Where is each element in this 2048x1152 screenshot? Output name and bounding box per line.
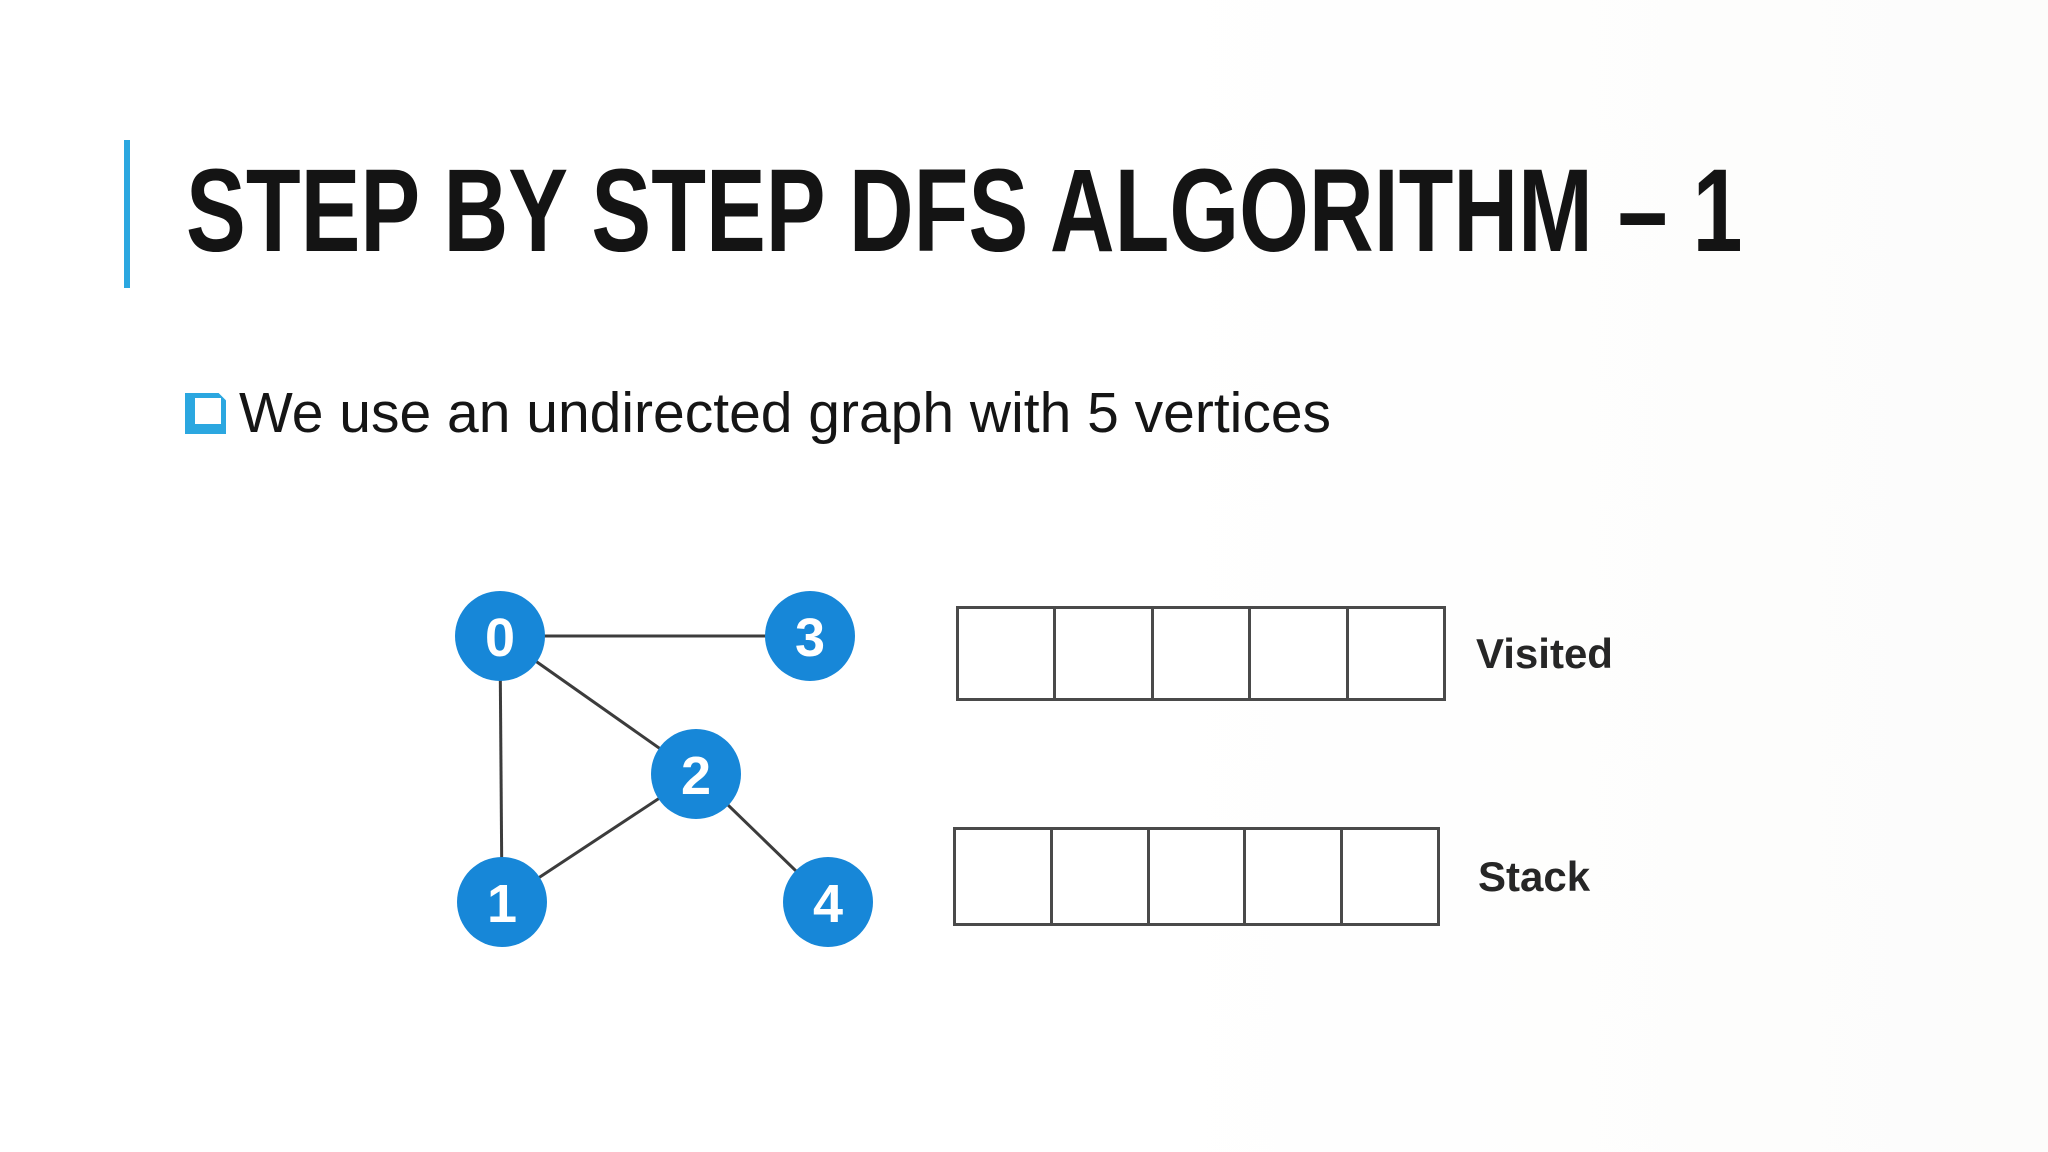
array-cell (1150, 609, 1248, 698)
array-cell (1340, 830, 1437, 923)
array-cell (1243, 830, 1340, 923)
graph-node-2: 2 (651, 729, 741, 819)
square-bullet-icon (185, 393, 226, 434)
array-cell (1049, 830, 1147, 923)
array-cell (1053, 609, 1150, 698)
graph-node-circle (765, 591, 855, 681)
stack-array-cells (956, 830, 1437, 923)
visited-array-cells (959, 609, 1443, 698)
graph-node-label: 0 (485, 608, 515, 668)
array-cell (1146, 830, 1244, 923)
array-cell (956, 830, 1050, 923)
stack-array-label: Stack (1478, 852, 1591, 900)
array-cell (1345, 609, 1443, 698)
graph-node-label: 2 (681, 746, 711, 806)
graph-node-circle (457, 857, 547, 947)
visited-array-label: Visited (1476, 629, 1613, 677)
graph-node-0: 0 (455, 591, 545, 681)
slide-title: STEP BY STEP DFS ALGORITHM – 1 (186, 145, 1743, 277)
graph-node-3: 3 (765, 591, 855, 681)
graph-node-circle (783, 857, 873, 947)
bullet-text: We use an undirected graph with 5 vertic… (239, 381, 1332, 445)
graph-node-label: 3 (795, 608, 825, 668)
graph-node-label: 4 (813, 874, 843, 934)
stack-array (953, 827, 1440, 926)
array-cell (1248, 609, 1345, 698)
graph-node-circle (455, 591, 545, 681)
bullet-row: We use an undirected graph with 5 vertic… (185, 381, 1332, 445)
array-cell (959, 609, 1053, 698)
graph-node-4: 4 (783, 857, 873, 947)
graph-node-1: 1 (457, 857, 547, 947)
title-accent-bar (124, 140, 130, 288)
graph-node-circle (651, 729, 741, 819)
graph-node-label: 1 (487, 874, 517, 934)
visited-array (956, 606, 1446, 701)
